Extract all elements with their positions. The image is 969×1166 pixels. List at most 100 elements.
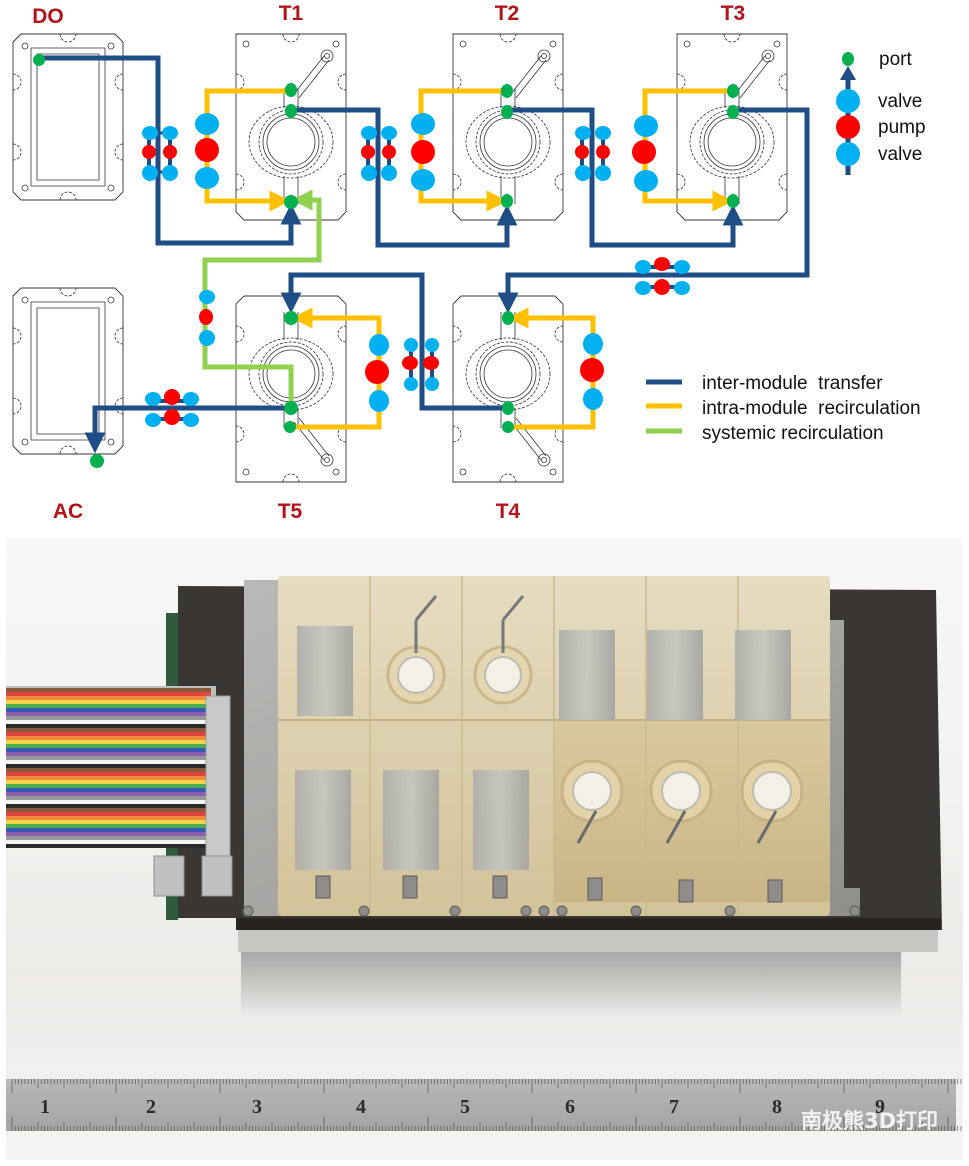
- module-label-t5: T5: [278, 500, 303, 523]
- ribbon-wire: [6, 844, 211, 848]
- ribbon-wire: [6, 796, 211, 800]
- legend-pump-icon: [836, 115, 860, 139]
- legend-label-pump: pump: [878, 117, 926, 138]
- pump-cluster-recirc-t4: [580, 333, 604, 410]
- port-icon: [502, 421, 514, 433]
- ruler-label: 8: [772, 1096, 782, 1118]
- ribbon-wire: [6, 688, 211, 692]
- legend-label-valve-bottom: valve: [878, 144, 922, 165]
- transfer-line-t2-t3: [509, 107, 744, 248]
- bottom-clamps: [242, 875, 861, 917]
- port-icon: [284, 195, 298, 209]
- tissue-well: [473, 595, 533, 705]
- ribbon-wire: [6, 704, 211, 708]
- line-legend: inter-module transfer intra-module recir…: [646, 373, 921, 444]
- pump-cluster-t1-t2: [361, 126, 397, 181]
- tissue-well: [740, 759, 804, 844]
- pump-cluster-do-t1: [142, 126, 178, 181]
- ribbon-wire: [6, 780, 211, 784]
- ribbon-wire: [6, 740, 211, 744]
- watermark: 南极熊3D打印: [801, 1109, 938, 1133]
- port-icon: [501, 84, 513, 98]
- pump-cluster-recirc-t5: [365, 334, 389, 412]
- legend-label-intra: intra-module recirculation: [702, 398, 921, 419]
- ribbon-wire: [6, 828, 211, 832]
- transfer-line-t5-ac: [84, 405, 290, 454]
- transfer-line-t3-t4: [497, 107, 810, 314]
- module-label-do: DO: [32, 5, 64, 28]
- ribbon-wire: [6, 784, 211, 788]
- tissue-well: [560, 759, 624, 844]
- transfer-line-t4-t5: [280, 272, 508, 411]
- tissue-well: [386, 595, 446, 705]
- pump-cluster-systemic: [199, 290, 215, 346]
- legend-valve-icon: [836, 89, 860, 113]
- legend-valve-icon: [836, 142, 860, 166]
- top-row-chambers: [297, 595, 791, 720]
- ribbon-wire: [6, 840, 211, 844]
- ruler-label: 5: [460, 1096, 470, 1118]
- port-icon: [90, 454, 104, 468]
- ribbon-wire: [6, 756, 211, 760]
- pump-cluster-t2-t3: [575, 126, 611, 181]
- ruler-label: 9: [875, 1096, 885, 1118]
- ribbon-wire: [6, 776, 211, 780]
- systemic-line: [202, 189, 322, 408]
- ruler-label: 6: [565, 1096, 575, 1118]
- port-icon: [33, 54, 45, 66]
- resin-chip: [278, 576, 830, 916]
- ruler-label: 2: [146, 1096, 156, 1118]
- ribbon-wire: [6, 744, 211, 748]
- port-icon: [727, 105, 739, 119]
- ribbon-wire: [6, 808, 211, 812]
- ribbon-wire: [6, 700, 211, 704]
- ribbon-cable: [6, 686, 233, 897]
- ribbon-wire: [6, 816, 211, 820]
- ribbon-wire: [6, 764, 211, 768]
- ribbon-wire: [6, 708, 211, 712]
- ruler-label: 3: [252, 1096, 262, 1118]
- ribbon-wire: [6, 804, 211, 808]
- ribbon-wire: [6, 728, 211, 732]
- transfer-line-do-t1: [40, 55, 302, 246]
- port-icon: [501, 194, 513, 208]
- legend-label-valve-top: valve: [878, 91, 922, 112]
- ribbon-wire: [6, 736, 211, 740]
- ribbon-wire: [6, 720, 211, 724]
- port-icon: [284, 421, 296, 433]
- pump-cluster-recirc-t1: [195, 113, 219, 189]
- ribbon-wire: [6, 716, 211, 720]
- ribbon-wire: [6, 812, 211, 816]
- pump-cluster-recirc-t2: [411, 113, 435, 191]
- ruler-label: 7: [669, 1096, 679, 1118]
- ribbon-wire: [6, 824, 211, 828]
- ruler-label: 1: [40, 1096, 50, 1118]
- ribbon-wire: [6, 792, 211, 796]
- port-icon: [501, 105, 513, 119]
- pump-cluster-t5-ac: [145, 389, 199, 427]
- module-label-ac: AC: [53, 500, 83, 523]
- port-icon: [727, 84, 739, 98]
- module-plate-ac: [12, 287, 124, 455]
- ribbon-wire: [6, 820, 211, 824]
- module-plate-t3: [676, 33, 788, 221]
- ribbon-wire: [6, 696, 211, 700]
- ribbon-wire: [6, 832, 211, 836]
- legend-label-systemic: systemic recirculation: [702, 423, 884, 444]
- pump-cluster-recirc-t3: [632, 115, 658, 192]
- ribbon-wire: [6, 732, 211, 736]
- transfer-line-t1-t2: [292, 107, 518, 248]
- legend-port-icon: [842, 52, 854, 66]
- module-label-t1: T1: [279, 2, 304, 25]
- tissue-well: [649, 759, 713, 844]
- module-plate-t1: [235, 33, 347, 221]
- module-label-t2: T2: [495, 2, 520, 25]
- port-icon: [727, 194, 739, 208]
- ribbon-wire: [6, 788, 211, 792]
- ribbon-wire: [6, 748, 211, 752]
- port-icon: [284, 401, 298, 415]
- ribbon-wire: [6, 712, 211, 716]
- port-icon: [285, 104, 297, 118]
- ribbon-wire: [6, 836, 211, 840]
- port-icon: [502, 311, 514, 325]
